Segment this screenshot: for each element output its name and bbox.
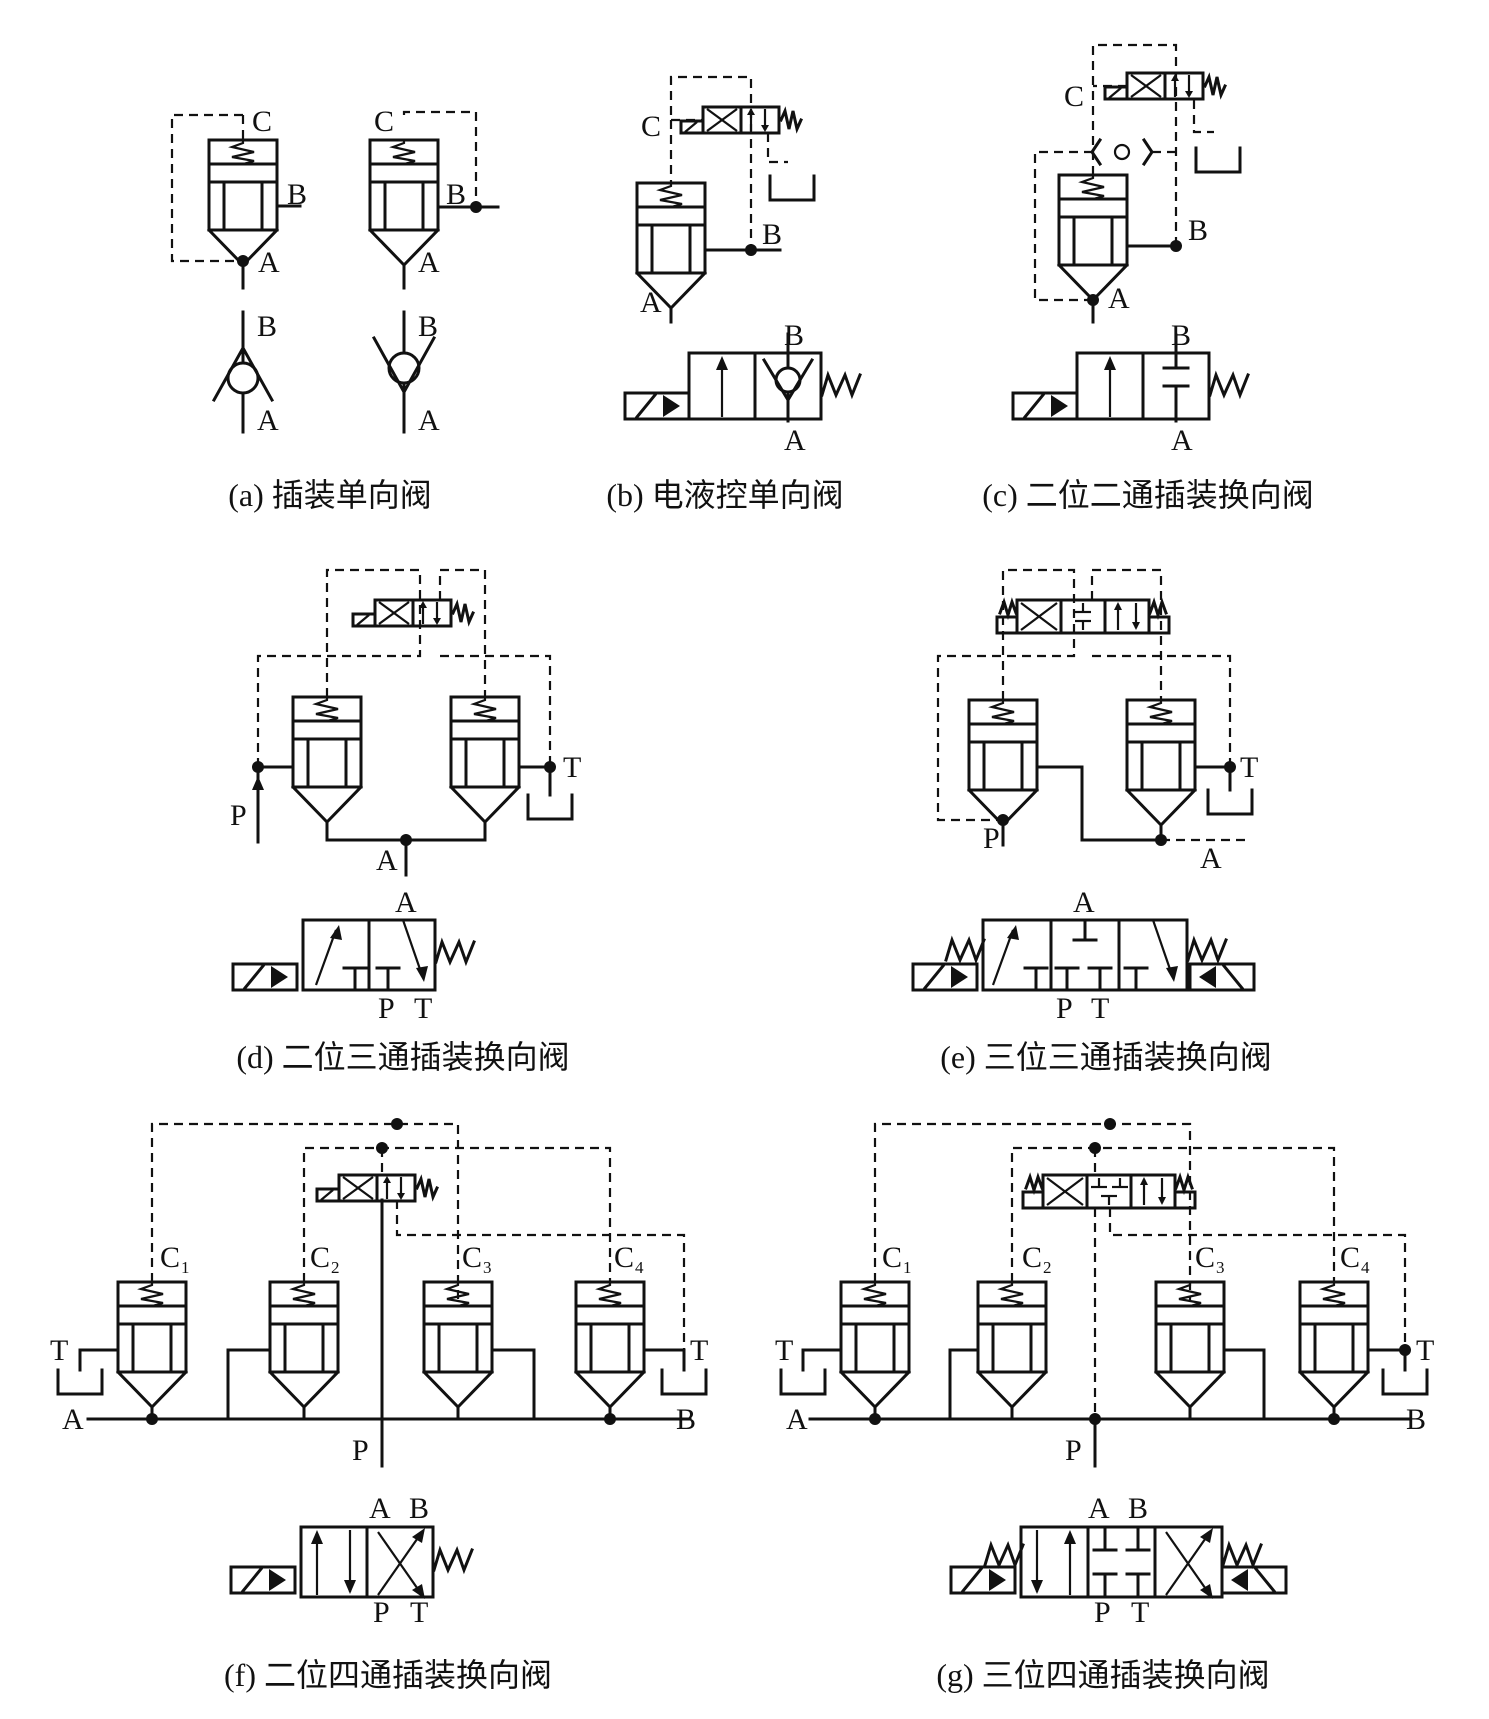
label-a-a3: A bbox=[257, 404, 279, 437]
label-d-t2: T bbox=[414, 992, 432, 1025]
label-g-t2: T bbox=[1416, 1334, 1434, 1367]
label-f-c2-sub: 2 bbox=[331, 1258, 340, 1277]
label-c-c: C bbox=[1064, 80, 1084, 113]
label-a-c1: C bbox=[252, 105, 272, 138]
label-g-c4-sub: 4 bbox=[1361, 1258, 1370, 1277]
label-b-a2: A bbox=[784, 424, 806, 457]
label-e-t2: T bbox=[1091, 992, 1109, 1025]
label-f-t1: T bbox=[50, 1334, 68, 1367]
label-d-p1: P bbox=[230, 799, 247, 832]
label-a-a4: A bbox=[418, 404, 440, 437]
label-c-b1: B bbox=[1188, 214, 1208, 247]
panel-b-electro-hydraulic-check-valve bbox=[623, 75, 862, 423]
label-g-c1-sub: 1 bbox=[903, 1258, 912, 1277]
label-g-c1: C bbox=[882, 1241, 902, 1274]
label-g-a2: A bbox=[1088, 1492, 1110, 1525]
label-g-p1: P bbox=[1065, 1434, 1082, 1467]
label-a-b1: B bbox=[287, 178, 307, 211]
label-a-c2: C bbox=[374, 105, 394, 138]
label-g-t1: T bbox=[775, 1334, 793, 1367]
label-a-a2: A bbox=[418, 246, 440, 279]
label-f-p1: P bbox=[352, 1434, 369, 1467]
label-f-c2: C bbox=[310, 1241, 330, 1274]
captions: (a) 插装单向阀 (b) 电液控单向阀 (c) 二位二通插装换向阀 (d) 二… bbox=[224, 477, 1314, 1693]
port-labels: C B A C B A B A B A C B A B A C B A B A … bbox=[50, 80, 1434, 1629]
label-b-a1: A bbox=[640, 286, 662, 319]
panel-e-three-position-three-way-valve bbox=[911, 568, 1256, 992]
panel-f-two-position-four-way-valve bbox=[56, 1118, 708, 1599]
label-a-a1: A bbox=[258, 246, 280, 279]
label-b-b1: B bbox=[762, 218, 782, 251]
label-g-t3: T bbox=[1131, 1596, 1149, 1629]
label-b-b2: B bbox=[784, 319, 804, 352]
caption-d: (d) 二位三通插装换向阀 bbox=[236, 1039, 569, 1075]
caption-a: (a) 插装单向阀 bbox=[228, 477, 432, 513]
label-d-t1: T bbox=[563, 751, 581, 784]
label-c-a2: A bbox=[1171, 424, 1193, 457]
label-f-c4-sub: 4 bbox=[635, 1258, 644, 1277]
panel-d-two-position-three-way-valve bbox=[231, 568, 574, 992]
label-a-b4: B bbox=[418, 310, 438, 343]
label-e-a1: A bbox=[1200, 842, 1222, 875]
caption-c: (c) 二位二通插装换向阀 bbox=[982, 477, 1314, 513]
label-f-t2: T bbox=[690, 1334, 708, 1367]
label-e-p2: P bbox=[1056, 992, 1073, 1025]
label-g-b2: B bbox=[1128, 1492, 1148, 1525]
label-g-c2: C bbox=[1022, 1241, 1042, 1274]
label-d-a2: A bbox=[395, 886, 417, 919]
label-e-p1: P bbox=[983, 822, 1000, 855]
label-e-t1: T bbox=[1240, 751, 1258, 784]
label-e-a2: A bbox=[1073, 886, 1095, 919]
caption-f: (f) 二位四通插装换向阀 bbox=[224, 1657, 552, 1693]
label-d-a1: A bbox=[376, 844, 398, 877]
label-c-a1: A bbox=[1108, 282, 1130, 315]
label-a-b3: B bbox=[257, 310, 277, 343]
label-f-c4: C bbox=[614, 1241, 634, 1274]
label-f-a1: A bbox=[62, 1403, 84, 1436]
panel-g-three-position-four-way-valve bbox=[779, 1118, 1429, 1599]
label-f-b1: B bbox=[676, 1403, 696, 1436]
caption-e: (e) 三位三通插装换向阀 bbox=[940, 1039, 1272, 1075]
label-b-c: C bbox=[641, 110, 661, 143]
caption-b: (b) 电液控单向阀 bbox=[606, 477, 843, 513]
label-f-a2: A bbox=[369, 1492, 391, 1525]
label-d-p2: P bbox=[378, 992, 395, 1025]
label-g-c3-sub: 3 bbox=[1216, 1258, 1225, 1277]
label-g-a1: A bbox=[786, 1403, 808, 1436]
label-f-c3-sub: 3 bbox=[483, 1258, 492, 1277]
panel-c-two-position-two-way-valve bbox=[1011, 43, 1250, 423]
panel-a-cartridge-check-valve bbox=[170, 110, 500, 434]
label-a-b2: B bbox=[446, 178, 466, 211]
label-f-c1-sub: 1 bbox=[181, 1258, 190, 1277]
label-g-c4: C bbox=[1340, 1241, 1360, 1274]
label-f-p2: P bbox=[373, 1596, 390, 1629]
label-f-b2: B bbox=[409, 1492, 429, 1525]
label-g-p2: P bbox=[1094, 1596, 1111, 1629]
label-f-c1: C bbox=[160, 1241, 180, 1274]
caption-g: (g) 三位四通插装换向阀 bbox=[936, 1657, 1269, 1693]
label-c-b2: B bbox=[1171, 319, 1191, 352]
label-f-t3: T bbox=[410, 1596, 428, 1629]
label-g-b1: B bbox=[1406, 1403, 1426, 1436]
label-f-c3: C bbox=[462, 1241, 482, 1274]
label-g-c3: C bbox=[1195, 1241, 1215, 1274]
label-g-c2-sub: 2 bbox=[1043, 1258, 1052, 1277]
